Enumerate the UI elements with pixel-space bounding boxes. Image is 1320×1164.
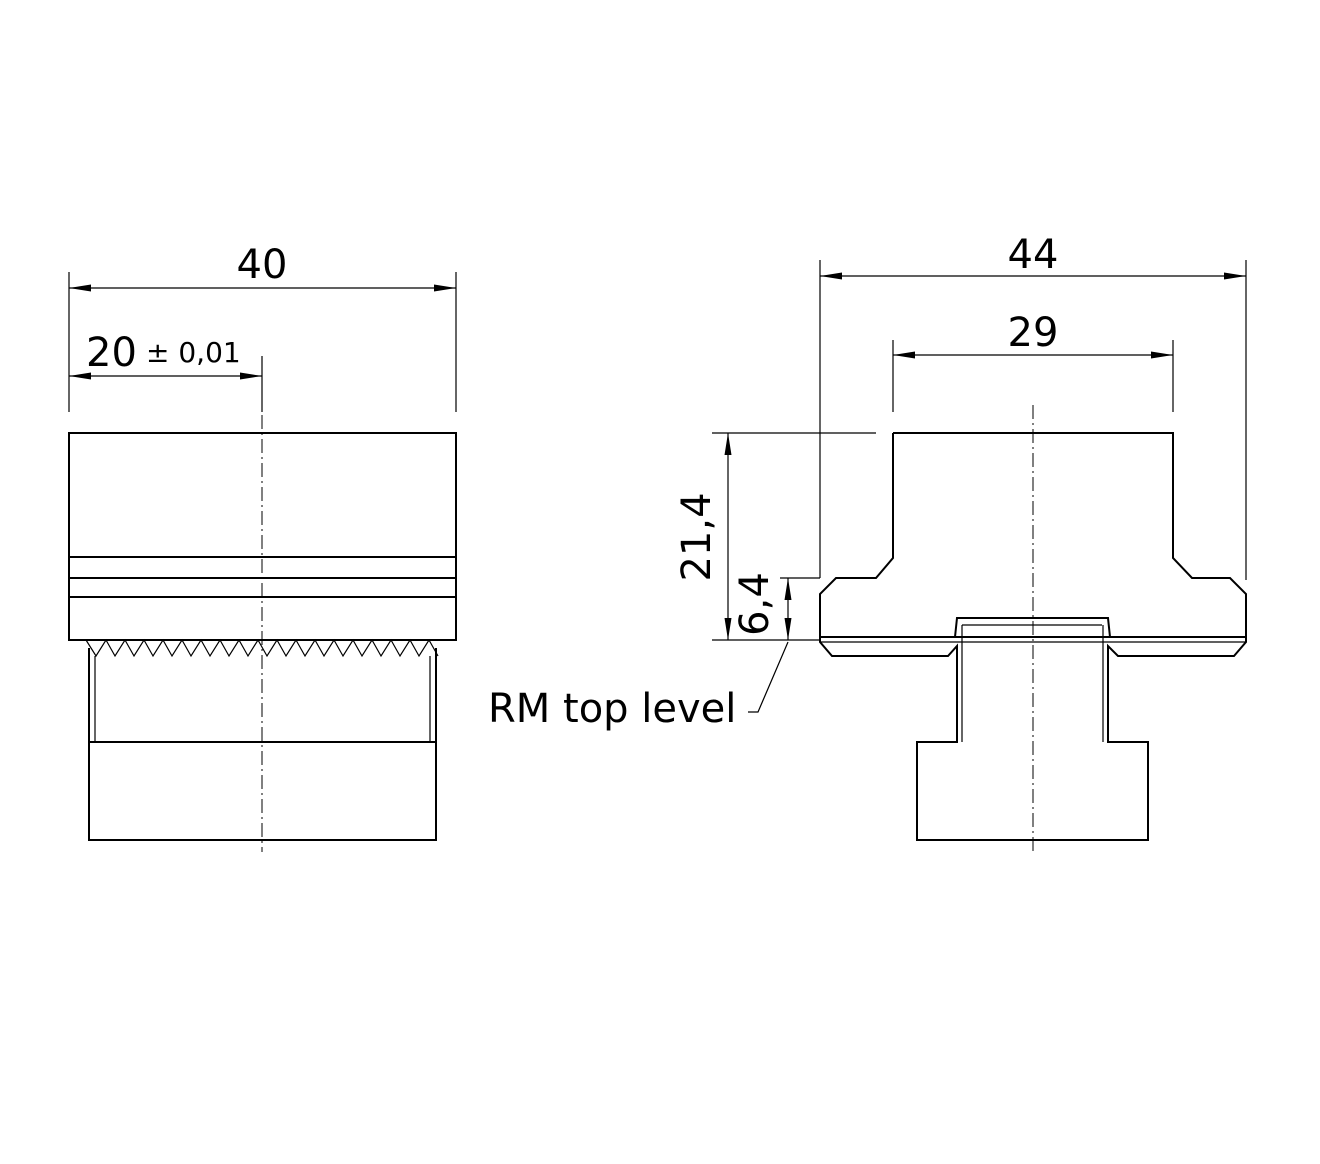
slot-top bbox=[954, 617, 1111, 638]
dim-44-label: 44 bbox=[1008, 232, 1059, 278]
jaw-profile-outline bbox=[819, 432, 1247, 841]
dim-20-label: 20 bbox=[86, 330, 137, 376]
dim-20-tolerance: ± 0,01 bbox=[146, 336, 241, 369]
jaw-lower-body bbox=[88, 648, 437, 841]
dim-6-4-label: 6,4 bbox=[732, 572, 778, 636]
serration-teeth bbox=[85, 638, 439, 658]
dim-40-label: 40 bbox=[237, 242, 288, 288]
right-view: 44 29 21,4 6,4 RM top level bbox=[488, 232, 1247, 852]
rm-leader-line bbox=[748, 641, 789, 713]
dim-29-label: 29 bbox=[1008, 310, 1059, 356]
left-view: 40 20 ± 0,01 bbox=[68, 242, 457, 852]
rm-top-level-label: RM top level bbox=[488, 686, 736, 732]
dim-21-4-label: 21,4 bbox=[674, 492, 720, 581]
